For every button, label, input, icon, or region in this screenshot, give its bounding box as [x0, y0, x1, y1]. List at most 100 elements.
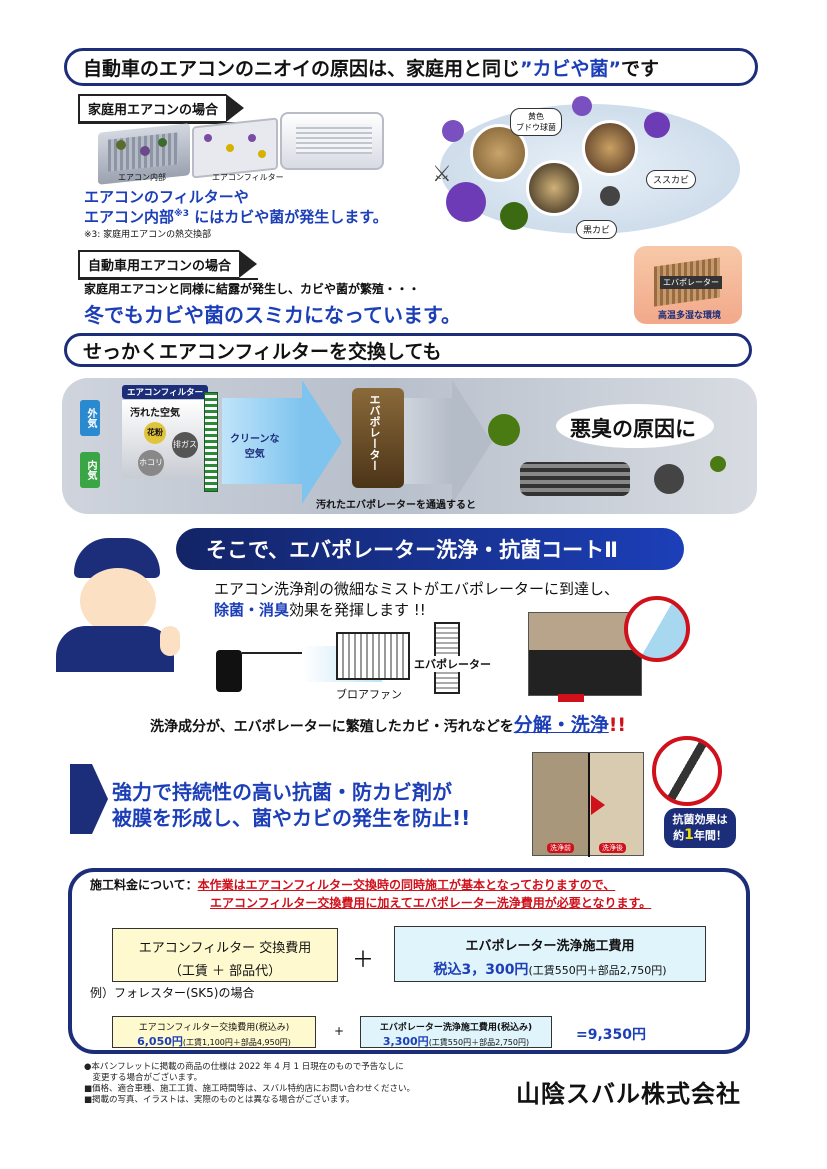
coat-zoom-circle	[652, 736, 722, 806]
mold-label-susu: ススカビ	[646, 170, 697, 189]
header-cause-suffix: です	[621, 57, 660, 80]
service-desc2-hl: 除菌・消臭	[214, 601, 290, 619]
home-footnote: ※3: 家庭用エアコンの熱交換部	[84, 230, 212, 240]
header-filter-text: せっかくエアコンフィルターを交換しても	[83, 340, 442, 363]
inside-air-arrow: 内気	[80, 452, 100, 488]
fee-intro-label: 施工料金について：	[90, 878, 198, 892]
germ-icon	[600, 186, 620, 206]
fee-ex-evap-detail: (工賃550円＋部品2,750円)	[428, 1038, 530, 1047]
service-desc2: 除菌・消臭効果を発揮します !!	[214, 599, 426, 620]
effect-line2: 約1年間！	[664, 827, 736, 843]
fee-evap-box: エバポレーター洗浄施工費用 税込3，300円(工賃550円＋部品2,750円)	[394, 926, 706, 982]
fee-evap-detail: (工賃550円＋部品2,750円)	[528, 964, 667, 977]
fee-ex-evap-price: 3,300円	[382, 1035, 429, 1048]
fee-ex-filter-detail: (工賃1,100円＋部品4,950円)	[182, 1038, 291, 1047]
fee-intro-red1: 本作業はエアコンフィルター交換時の同時施工が基本となっておりますので、	[197, 878, 616, 892]
home-desc-line2-post: にはカビや菌が発生します。	[194, 208, 388, 226]
clean-line-post: !!	[608, 714, 627, 736]
clean-air-label: クリーンな 空気	[230, 434, 280, 460]
fee-ex-filter-line1: エアコンフィルター交換費用(税込み)	[138, 1023, 290, 1033]
filter-label: エアコンフィルター	[122, 385, 209, 399]
header-cause-highlight: ”カビや菌”	[520, 57, 621, 80]
fee-ex-evap-line2: 3,300円(工賃550円＋部品2,750円)	[361, 1033, 551, 1049]
trident-icon: ⚔	[432, 162, 452, 187]
germ-icon	[500, 202, 528, 230]
car-desc-line1: 家庭用エアコンと同様に結露が発生し、カビや菌が繁殖・・・	[84, 282, 421, 296]
before-after-photo: 洗浄前 洗浄後	[532, 752, 644, 857]
home-ac-tab-label: 家庭用エアコンの場合	[88, 103, 219, 118]
odor-bubble: 悪臭の原因に	[556, 404, 714, 448]
service-desc1: エアコン洗浄剤の微細なミストがエバポレーターに到達し、	[214, 580, 620, 598]
odor-label: 悪臭の原因に	[570, 417, 696, 441]
fee-total-value: 9,350円	[587, 1027, 647, 1043]
clean-air-arrow	[222, 398, 302, 484]
coat-line1: 強力で持続性の高い抗菌・防カビ剤が	[112, 780, 452, 804]
clean-line-hl: 分解・洗浄	[513, 714, 609, 736]
dirty-air-box: 汚れた空気 花粉 排ガス ホコリ	[122, 400, 204, 478]
home-desc-line1: エアコンのフィルターや	[84, 188, 249, 206]
evap-vertical-label: エバポレーター	[368, 394, 381, 471]
fee-ex-plus: +	[334, 1024, 345, 1038]
dust-dot: ホコリ	[138, 450, 164, 476]
fee-ex-evap-box: エバポレーター洗浄施工費用(税込み) 3,300円(工賃550円＋部品2,750…	[360, 1016, 552, 1048]
effect-post: 年間！	[693, 829, 727, 842]
footer-note2: ■価格、適合車種、施工工賃、施工時間等は、スバル特約店にお問い合わせください。	[84, 1084, 416, 1094]
dirty-air-label: 汚れた空気	[130, 408, 180, 419]
germ-icon	[572, 96, 592, 116]
fee-ex-evap-line1: エバポレーター洗浄施工費用(税込み)	[379, 1023, 533, 1033]
fee-example-label: 例）フォレスター(SK5)の場合	[90, 986, 255, 1000]
pollen-dot: 花粉	[144, 422, 166, 444]
service-desc2-post: 効果を発揮します !!	[289, 601, 426, 619]
fee-intro-red2: エアコンフィルター交換費用に加えてエバポレーター洗浄費用が必要となります。	[210, 896, 652, 910]
chevron-right-icon	[70, 764, 92, 834]
exhaust-label: 排ガス	[173, 440, 197, 449]
header-cause-text: 自動車のエアコンのニオイの原因は、家庭用と同じ	[83, 57, 521, 80]
germ-icon	[644, 112, 670, 138]
before-label: 洗浄前	[547, 843, 574, 853]
dust-label: ホコリ	[139, 458, 163, 467]
header-cause-banner: 自動車のエアコンのニオイの原因は、家庭用と同じ ”カビや菌” です	[64, 48, 758, 86]
ac-filter-label: エアコンフィルター	[212, 173, 284, 182]
fee-total: =9,350円	[576, 1024, 646, 1044]
fee-intro-line1: 施工料金について：本作業はエアコンフィルター交換時の同時施工が基本となっておりま…	[90, 876, 615, 893]
spray-can-icon	[216, 650, 242, 692]
fee-filter-line1: エアコンフィルター 交換費用	[138, 941, 312, 956]
header-filter-banner: せっかくエアコンフィルターを交換しても	[64, 333, 752, 367]
service-title: そこで、エバポレーター洗浄・抗菌コートⅡ	[206, 538, 618, 562]
company-name: 山陰スバル株式会社	[516, 1080, 741, 1108]
effect-line1: 抗菌効果は	[672, 813, 728, 826]
home-desc-line2: エアコン内部※3 にはカビや菌が発生します。	[84, 206, 388, 227]
fee-evap-line1: エバポレーター洗浄施工費用	[465, 939, 635, 954]
car-ac-tab: 自動車用エアコンの場合	[78, 250, 258, 279]
footer-note3: ■掲載の写真、イラストは、実際のものとは異なる場合がございます。	[84, 1095, 355, 1105]
car-ac-tab-label: 自動車用エアコンの場合	[88, 259, 232, 274]
fee-filter-line2: （工賃 ＋ 部品代）	[168, 964, 282, 979]
humid-label: 高温多湿な環境	[658, 311, 722, 321]
pollen-label: 花粉	[147, 428, 163, 437]
home-ac-tab: 家庭用エアコンの場合	[78, 94, 245, 123]
evap-label-small: エバポレーター	[660, 276, 722, 289]
exhaust-dot: 排ガス	[172, 432, 198, 458]
germ-icon	[710, 456, 726, 472]
dirty-evaporator: エバポレーター	[352, 388, 404, 488]
mold-photo-susu	[582, 120, 638, 176]
car-vent-icon	[520, 462, 630, 496]
fee-ex-filter-price: 6,050円	[137, 1035, 183, 1048]
flow-caption: 汚れたエバポレーターを通過すると	[316, 500, 476, 511]
coat-line2: 被膜を形成し、菌やカビの発生を防止!!	[112, 806, 471, 830]
car-desc-line2: 冬でもカビや菌のスミカになっています。	[84, 303, 461, 327]
fee-total-eq: =	[576, 1027, 588, 1043]
effect-num: 1	[684, 827, 694, 843]
outside-air-label: 外気	[85, 408, 96, 428]
footer-notes: ●本パンフレットに掲載の商品の仕様は 2022 年 4 月 1 日現在のもので予…	[84, 1062, 415, 1106]
spray-evap-label: エバポレーター	[414, 656, 491, 672]
ac-filter-unit	[192, 117, 278, 179]
inside-air-label: 内気	[85, 460, 96, 480]
mold-label-kuro: 黒カビ	[576, 220, 618, 239]
fee-evap-line2: 税込3，300円(工賃550円＋部品2,750円)	[395, 959, 705, 979]
outside-air-arrow: 外気	[80, 400, 100, 436]
footer-note1b: 変更する場合がございます。	[84, 1073, 203, 1083]
after-label: 洗浄後	[599, 843, 626, 853]
mold-label-yellow: 黄色 ブドウ球菌	[510, 108, 562, 136]
clean-line-pre: 洗浄成分が、エバポレーターに繁殖したカビ・汚れなどを	[150, 719, 514, 735]
